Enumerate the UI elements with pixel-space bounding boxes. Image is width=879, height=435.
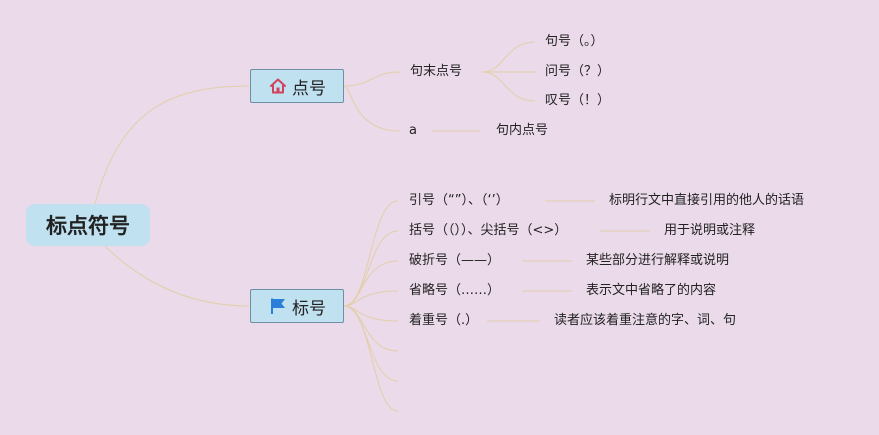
node-shenglue[interactable]: 省略号（……） (409, 283, 501, 298)
node-shenglue-detail[interactable]: 表示文中省略了的内容 (586, 283, 717, 298)
topic-biaohao-label: 标号 (292, 298, 326, 319)
node-jumo-dianhao[interactable]: 句末点号 (410, 64, 463, 79)
node-yinhao[interactable]: 引号（“”）、（‘’） (409, 193, 509, 208)
node-junei-dianhao[interactable]: 句内点号 (496, 123, 549, 138)
connector-biaohao-zhuozhong (343, 305, 399, 322)
node-a[interactable]: a (409, 123, 417, 138)
connector-jumo-juhao (481, 41, 536, 73)
flag-icon (268, 296, 288, 316)
home-icon (268, 76, 288, 96)
node-yinhao-detail[interactable]: 标明行文中直接引用的他人的话语 (609, 193, 805, 208)
node-juhao[interactable]: 句号（。） (545, 34, 604, 49)
connector-jumo-tanhao (481, 71, 536, 102)
node-kuohao-detail[interactable]: 用于说明或注释 (664, 223, 756, 238)
node-zhuozhong-detail[interactable]: 读者应该着重注意的字、词、句 (554, 313, 737, 328)
node-zhuozhong[interactable]: 着重号（.） (409, 313, 479, 328)
connector-biaohao-empty-1 (343, 305, 399, 352)
connector-dianhao-jumo (343, 71, 401, 87)
connector-biaohao-shenglue (343, 290, 399, 307)
connector-root-biaohao (104, 245, 250, 307)
connector-biaohao-pozhehao (343, 260, 399, 307)
connector-root-dianhao (94, 85, 250, 205)
root-topic[interactable]: 标点符号 (26, 204, 150, 246)
topic-biaohao[interactable]: 标号 (250, 289, 344, 323)
connector-biaohao-empty-3 (343, 305, 399, 412)
node-wenhao[interactable]: 问号（？） (545, 64, 611, 79)
node-pozhehao-detail[interactable]: 某些部分进行解释或说明 (586, 253, 730, 268)
node-tanhao[interactable]: 叹号（！） (545, 93, 611, 108)
connector-biaohao-yinhao (343, 200, 399, 307)
connector-dianhao-a (343, 85, 401, 132)
node-pozhehao[interactable]: 破折号（——） (409, 253, 501, 268)
topic-dianhao[interactable]: 点号 (250, 69, 344, 103)
topic-dianhao-label: 点号 (292, 78, 326, 99)
node-kuohao[interactable]: 括号（（））、尖括号（<>） (409, 223, 568, 238)
